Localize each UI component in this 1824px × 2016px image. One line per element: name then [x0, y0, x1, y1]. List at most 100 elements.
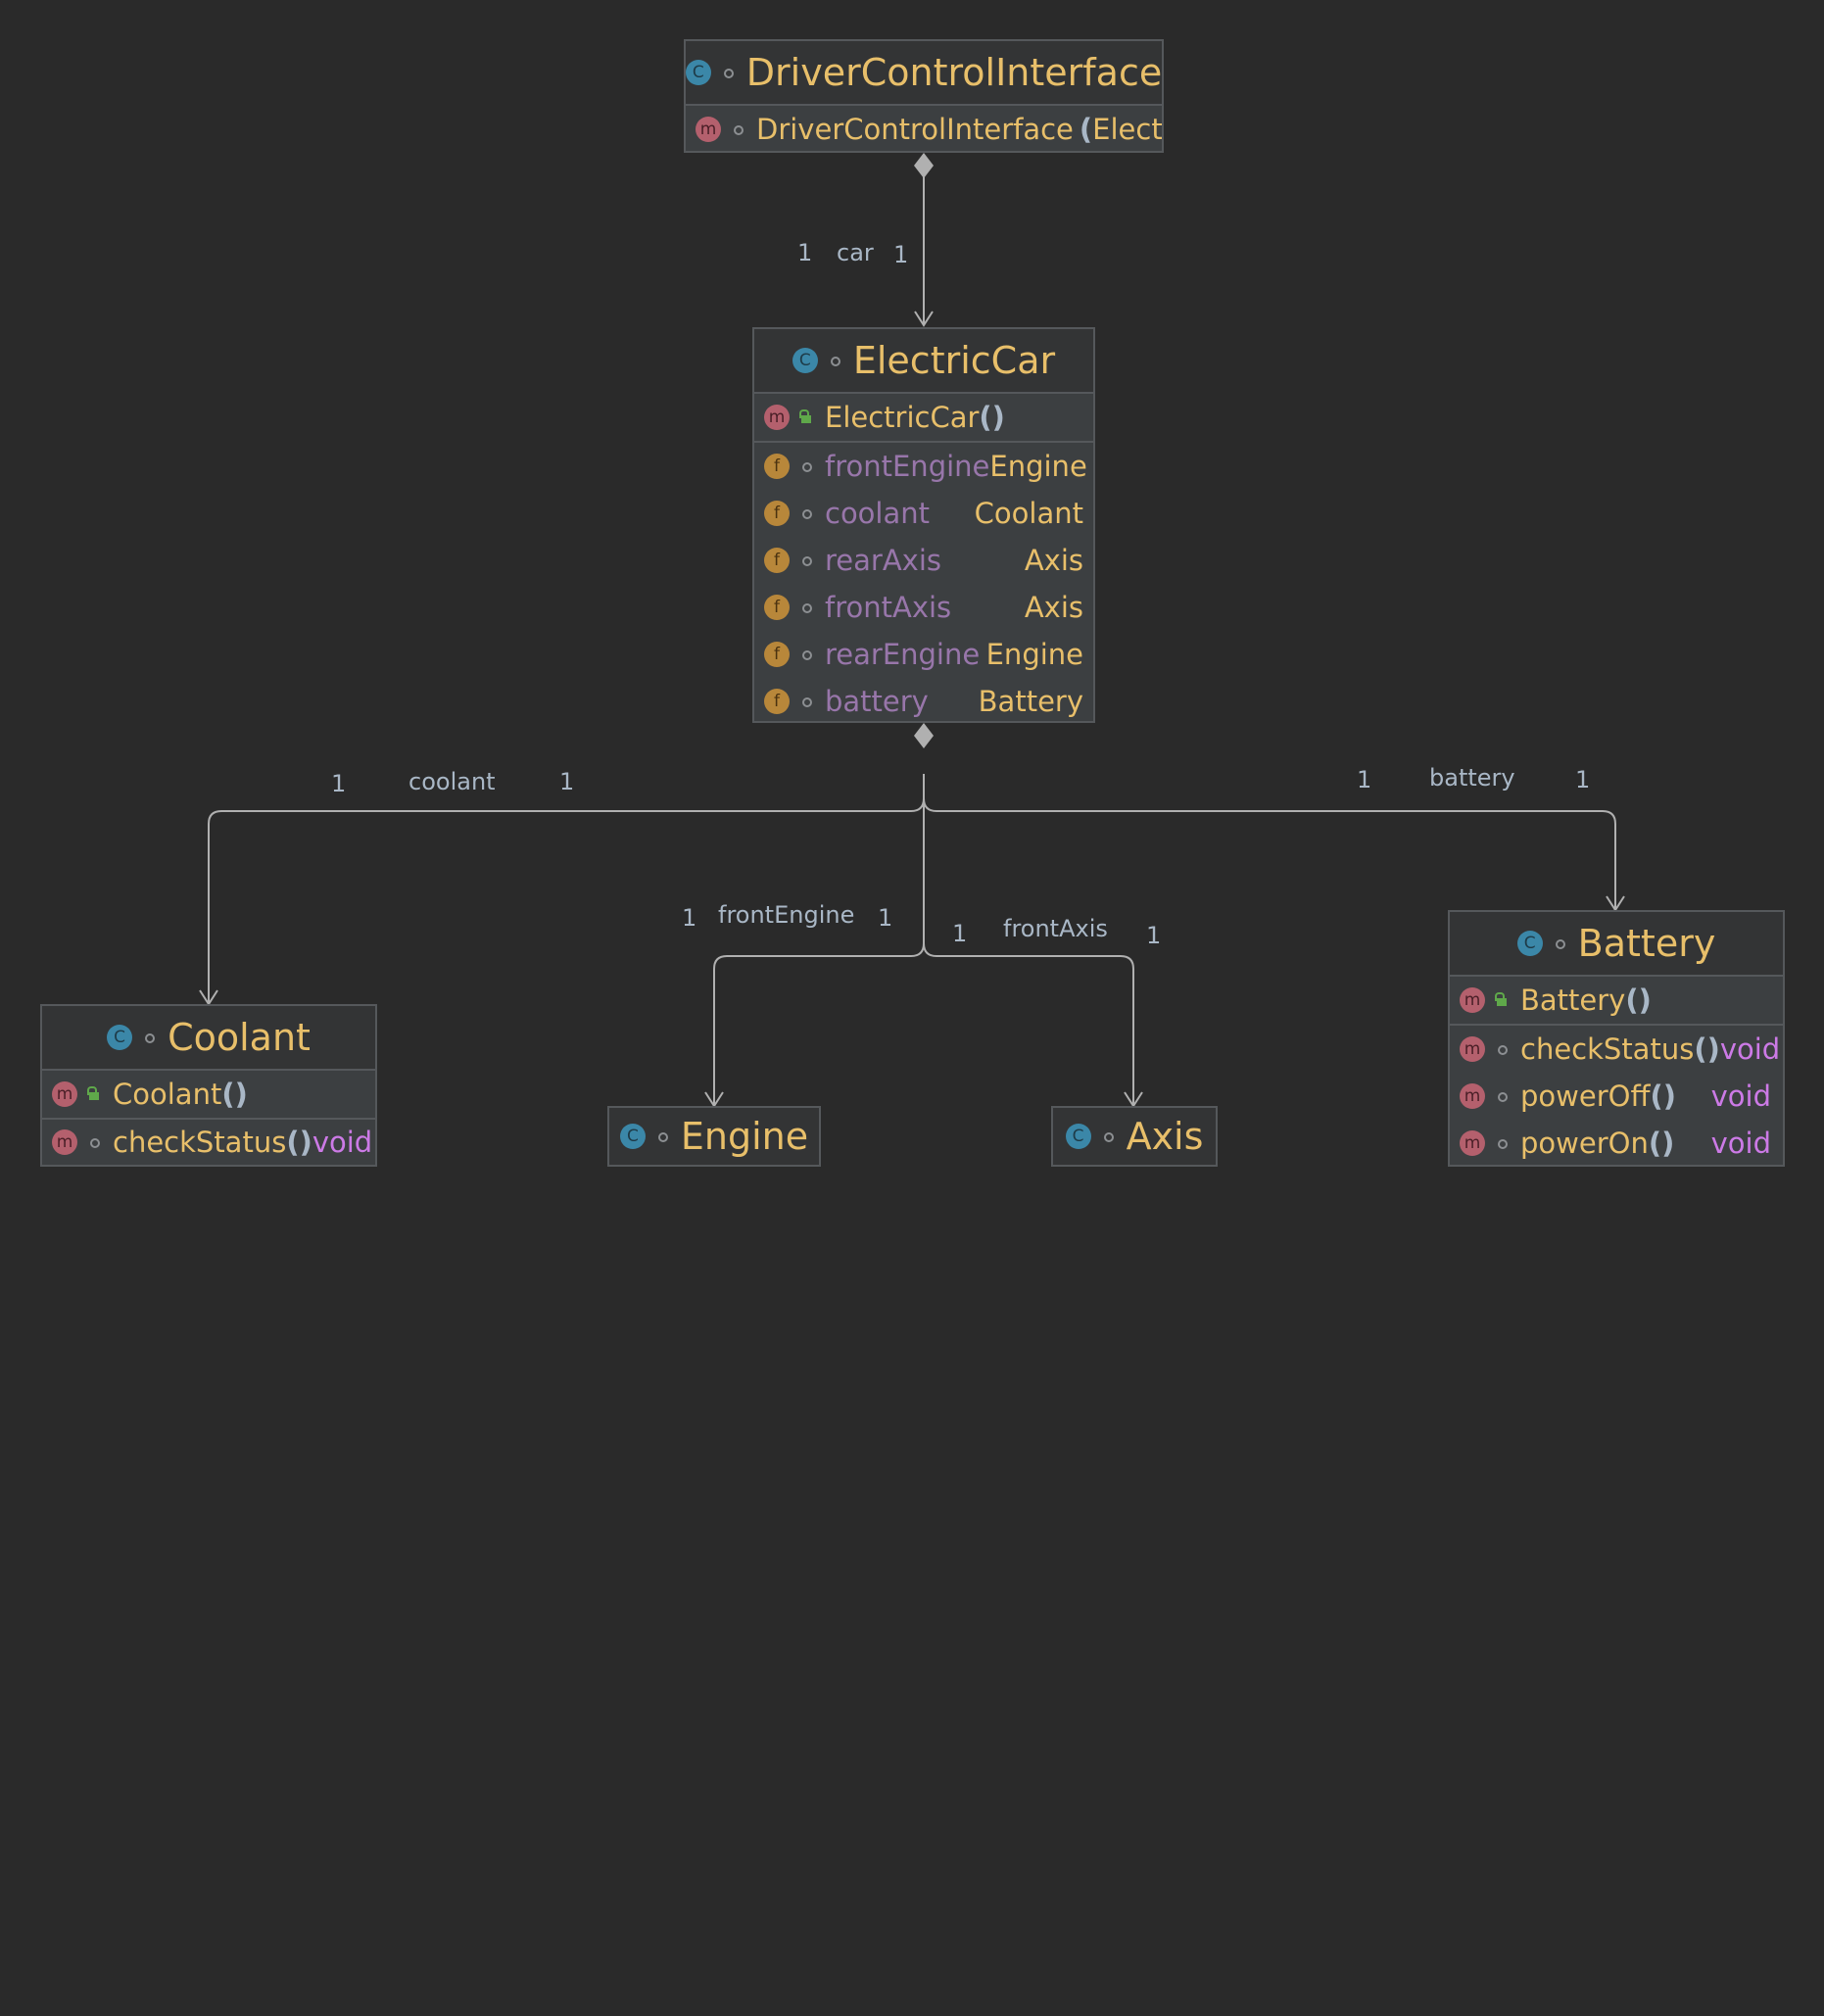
field-list: f frontEngine Engine f coolant Coolant f…: [754, 441, 1093, 721]
edge-coolant-target-mult: 1: [559, 768, 575, 795]
constructor-row[interactable]: m Battery (): [1450, 975, 1783, 1024]
edge-car-target-mult: 1: [893, 241, 909, 268]
edge-battery-target-mult: 1: [1575, 766, 1591, 793]
package-visibility-icon: [1495, 1042, 1509, 1056]
package-visibility-icon: [799, 553, 813, 567]
constructor-name: Battery: [1520, 984, 1626, 1017]
class-icon: C: [792, 348, 818, 373]
field-icon: f: [764, 501, 790, 526]
package-visibility-icon: [828, 354, 841, 367]
return-type: void: [1710, 1080, 1771, 1113]
method-row[interactable]: m checkStatus () void: [42, 1118, 375, 1165]
edge-battery-source-mult: 1: [1357, 766, 1372, 793]
field-row[interactable]: f coolant Coolant: [754, 490, 1093, 537]
method-parens: (): [1648, 1127, 1675, 1160]
method-icon: m: [696, 117, 721, 142]
field-row[interactable]: f rearAxis Axis: [754, 537, 1093, 584]
edge-front-engine-source-mult: 1: [682, 904, 697, 932]
field-type: Coolant: [974, 497, 1083, 530]
constructor-name: DriverControlInterface: [756, 113, 1074, 146]
edge-front-axis-target-mult: 1: [1146, 922, 1162, 949]
class-icon: C: [107, 1025, 133, 1050]
edge-front-engine: [713, 798, 925, 1106]
constructor-name: ElectricCar: [825, 401, 980, 434]
method-row[interactable]: m powerOff () void: [1450, 1073, 1783, 1120]
edge-coolant-source-mult: 1: [331, 770, 347, 797]
edge-front-axis-role: frontAxis: [1003, 915, 1108, 942]
method-list: m checkStatus () void m powerOff () void…: [1450, 1024, 1783, 1165]
constructor-parens: (): [221, 1078, 248, 1111]
constructor-name: Coolant: [113, 1078, 222, 1111]
method-icon: m: [52, 1129, 77, 1155]
method-row[interactable]: m checkStatus () void: [1450, 1026, 1783, 1073]
class-electric-car[interactable]: C ElectricCar m ElectricCar () f frontEn…: [752, 327, 1095, 723]
constructor-parens: (): [979, 401, 1005, 434]
package-visibility-icon: [1101, 1129, 1115, 1143]
constructor-row[interactable]: m Coolant (): [42, 1069, 375, 1118]
method-row[interactable]: m powerOn () void: [1450, 1120, 1783, 1165]
composition-diamond-car: [914, 723, 934, 748]
method-name: powerOff: [1520, 1080, 1651, 1113]
method-parens: (): [286, 1126, 312, 1159]
edge-front-axis: [923, 942, 1134, 1106]
field-row[interactable]: f battery Battery: [754, 678, 1093, 721]
field-icon: f: [764, 548, 790, 573]
method-name: checkStatus: [1520, 1032, 1695, 1066]
class-header: C DriverControlInterface: [686, 41, 1162, 104]
edge-car-arrow: [914, 311, 934, 327]
field-type: Axis: [1024, 591, 1083, 624]
class-icon: C: [1065, 1124, 1091, 1149]
class-header: C Coolant: [42, 1006, 375, 1069]
edge-battery: [923, 797, 1616, 910]
class-axis[interactable]: C Axis: [1051, 1106, 1218, 1167]
package-visibility-icon: [655, 1129, 669, 1143]
field-name: frontEngine: [825, 450, 990, 483]
class-header: C ElectricCar: [754, 329, 1093, 392]
edge-front-engine-target-mult: 1: [878, 904, 893, 932]
edge-car-source-mult: 1: [797, 239, 813, 266]
field-type: Axis: [1024, 544, 1083, 577]
field-name: coolant: [825, 497, 931, 530]
open-paren: (: [1079, 113, 1093, 146]
class-header: C Axis: [1053, 1108, 1216, 1165]
field-name: frontAxis: [825, 591, 952, 624]
field-name: rearAxis: [825, 544, 941, 577]
method-icon: m: [1460, 1036, 1485, 1062]
package-visibility-icon: [1495, 1136, 1509, 1150]
return-type: void: [1710, 1127, 1771, 1160]
class-name: Engine: [680, 1115, 809, 1158]
edge-coolant-role: coolant: [408, 768, 496, 795]
package-visibility-icon: [721, 66, 735, 79]
field-type: Battery: [978, 685, 1083, 718]
class-driver-control-interface[interactable]: C DriverControlInterface m DriverControl…: [684, 39, 1164, 153]
field-row[interactable]: f rearEngine Engine: [754, 631, 1093, 678]
class-icon: C: [1516, 931, 1543, 956]
field-row[interactable]: f frontAxis Axis: [754, 584, 1093, 631]
package-visibility-icon: [1495, 1089, 1509, 1103]
class-header: C Battery: [1450, 912, 1783, 975]
public-visibility-icon: [87, 1086, 101, 1101]
field-type: Engine: [985, 638, 1083, 671]
package-visibility-icon: [799, 648, 813, 661]
class-coolant[interactable]: C Coolant m Coolant () m checkStatus () …: [40, 1004, 377, 1167]
class-battery[interactable]: C Battery m Battery () m checkStatus () …: [1448, 910, 1785, 1167]
field-name: battery: [825, 685, 929, 718]
field-icon: f: [764, 454, 790, 479]
public-visibility-icon: [1495, 992, 1509, 1007]
edge-front-engine-role: frontEngine: [718, 901, 855, 929]
method-parens: (): [1650, 1080, 1676, 1113]
package-visibility-icon: [799, 506, 813, 520]
method-parens: (): [1694, 1032, 1720, 1066]
package-visibility-icon: [142, 1031, 156, 1044]
constructor-parens: (): [1625, 984, 1652, 1017]
class-name: Coolant: [168, 1016, 311, 1059]
class-engine[interactable]: C Engine: [607, 1106, 821, 1167]
param-type: ElectricCar: [1092, 113, 1163, 146]
field-row[interactable]: f frontEngine Engine: [754, 443, 1093, 490]
field-icon: f: [764, 689, 790, 714]
constructor-row[interactable]: m DriverControlInterface ( ElectricCar: [686, 104, 1163, 151]
composition-diamond-driver: [914, 153, 934, 178]
package-visibility-icon: [731, 122, 744, 136]
constructor-row[interactable]: m ElectricCar (): [754, 392, 1093, 441]
